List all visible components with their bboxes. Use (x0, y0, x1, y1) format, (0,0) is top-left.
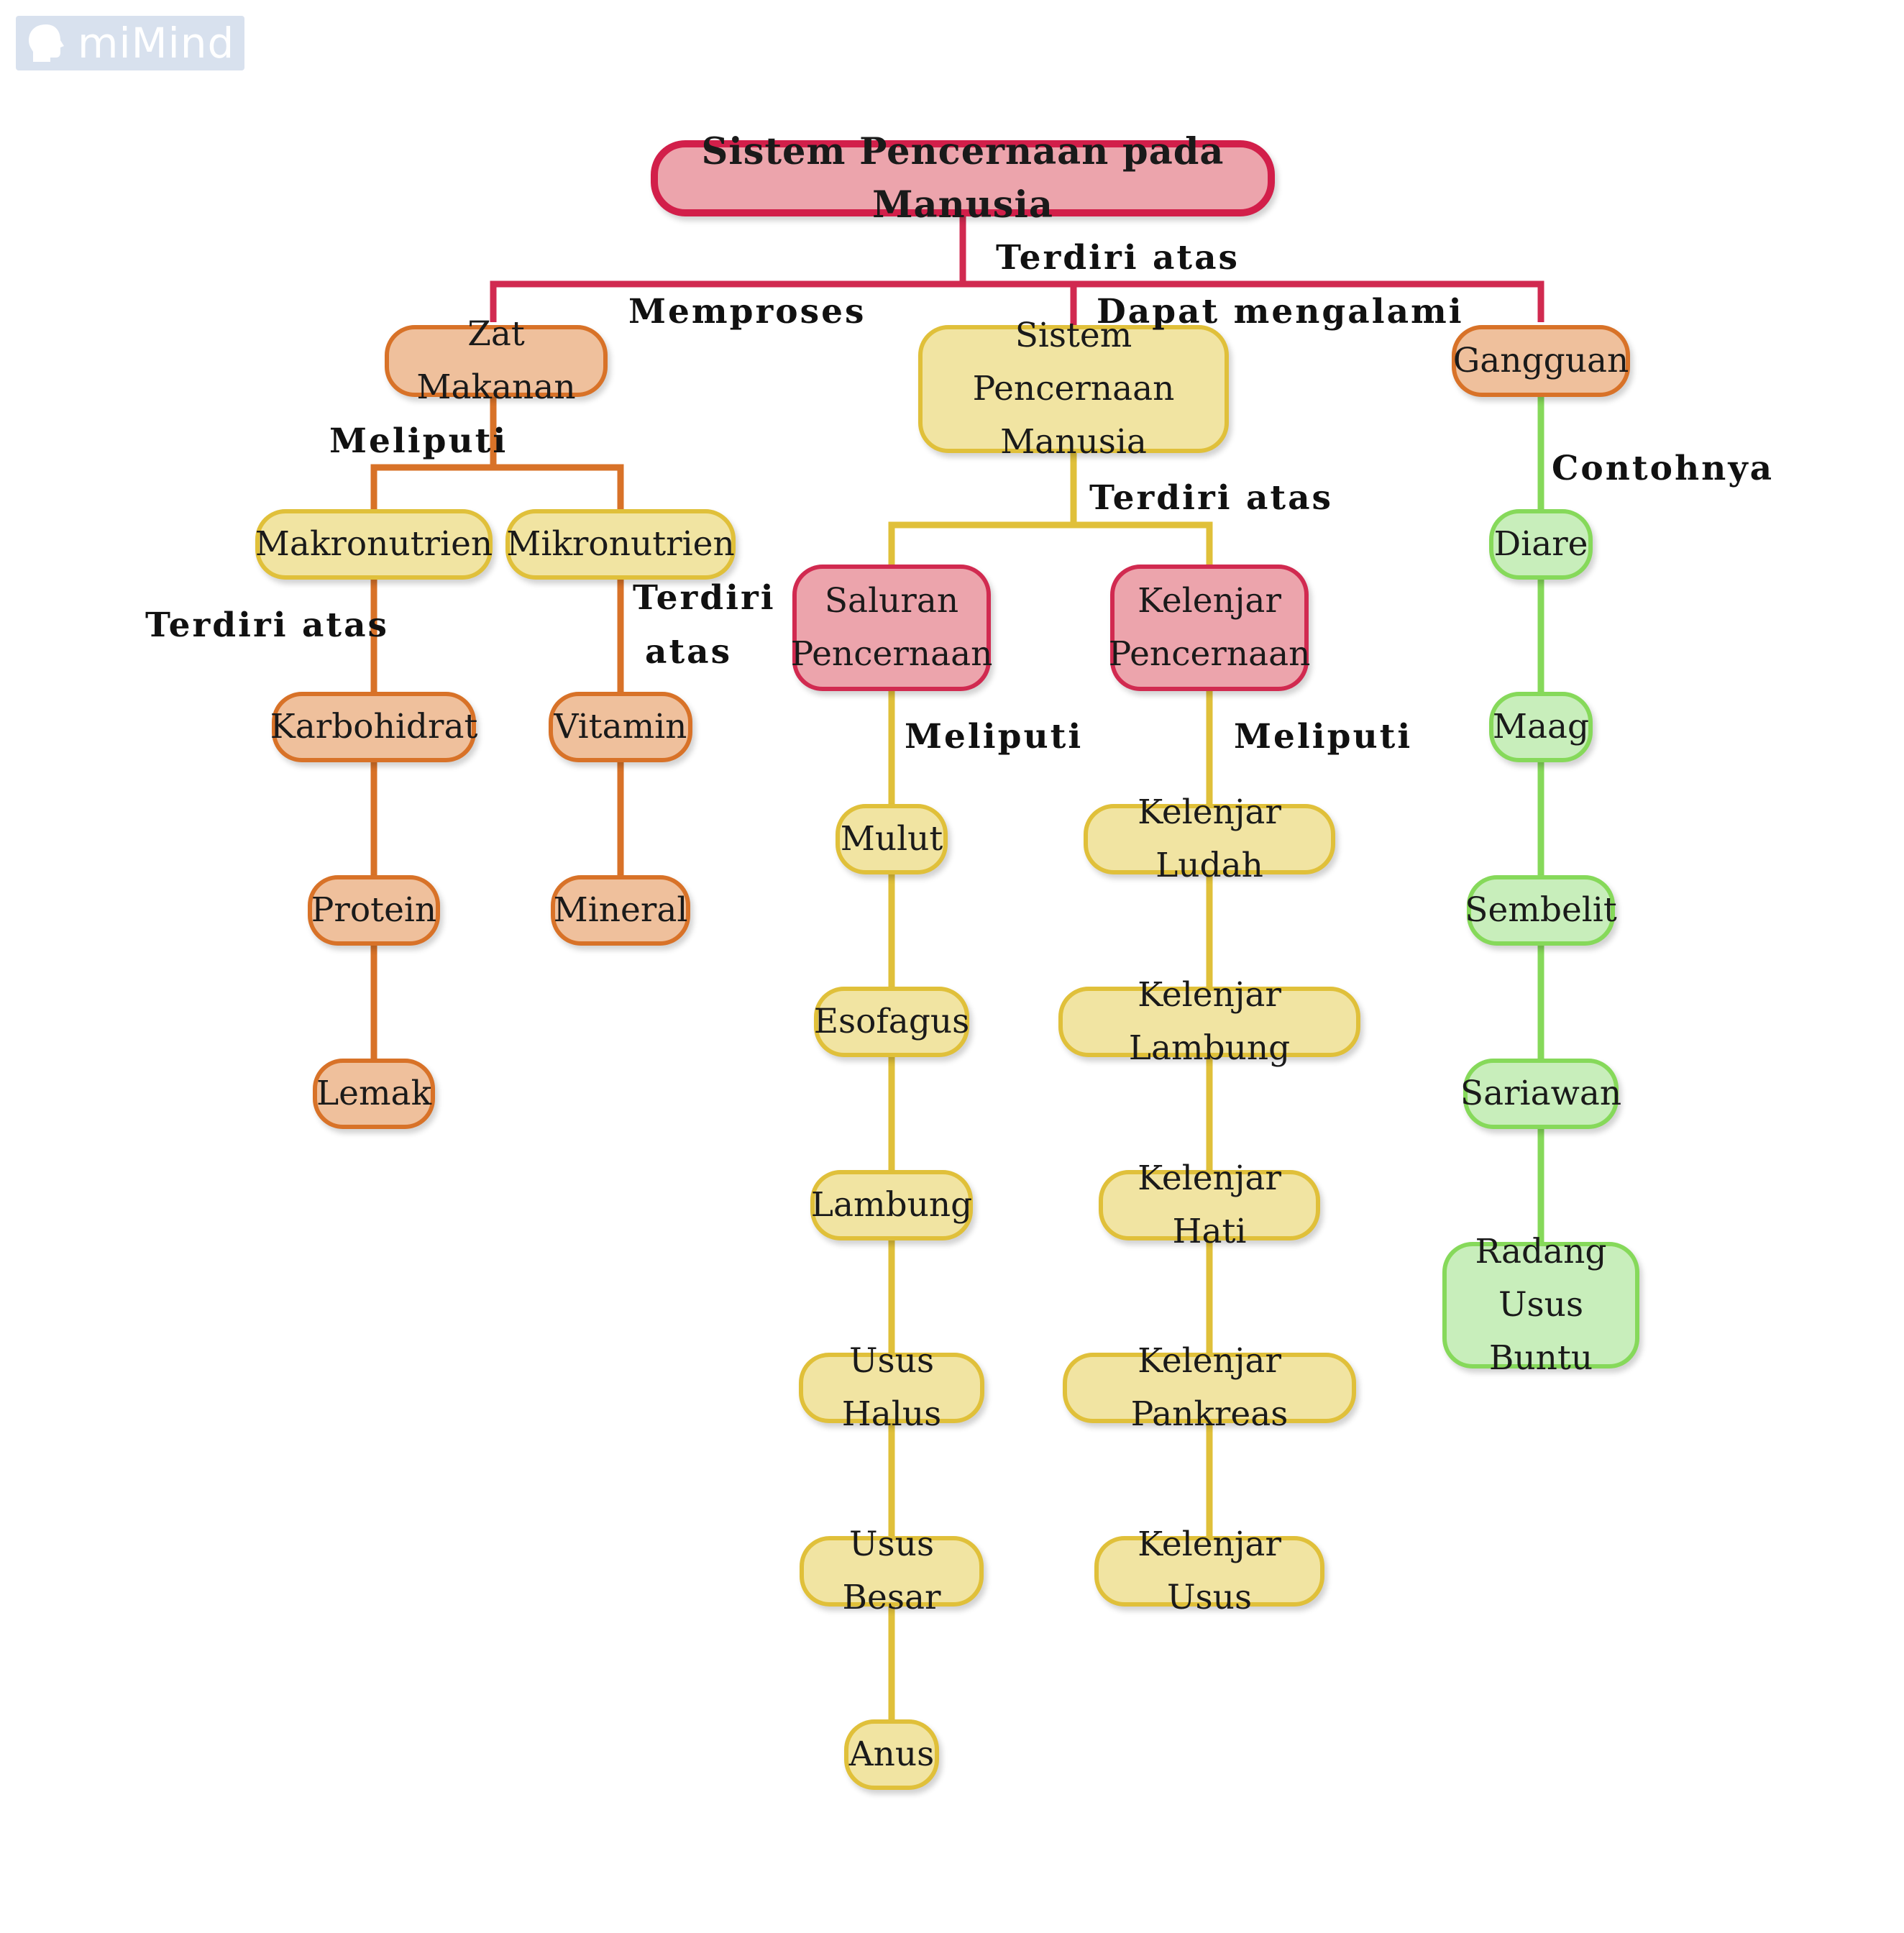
label-dapat-mengalami: Dapat mengalami (1097, 292, 1464, 332)
label-memproses: Memproses (628, 292, 866, 332)
node-anus[interactable]: Anus (844, 1719, 939, 1790)
label-terdiri-mikro-2: atas (645, 632, 733, 672)
node-mulut[interactable]: Mulut (836, 804, 948, 874)
node-sembelit[interactable]: Sembelit (1465, 875, 1617, 946)
label-meliputi-saluran: Meliputi (905, 717, 1084, 757)
node-mineral[interactable]: Mineral (551, 875, 690, 946)
node-maag[interactable]: Maag (1489, 692, 1593, 762)
node-karbohidrat[interactable]: Karbohidrat (270, 692, 477, 762)
node-vitamin[interactable]: Vitamin (549, 692, 692, 762)
node-kelenjar-hati[interactable]: Kelenjar Hati (1099, 1159, 1320, 1251)
node-kelenjar-ludah[interactable]: Kelenjar Ludah (1084, 792, 1335, 885)
connector-zat-bar (370, 464, 624, 509)
label-meliputi-kelenjar: Meliputi (1234, 717, 1413, 757)
node-radang-usus-buntu[interactable]: Radang Usus Buntu (1442, 1232, 1639, 1378)
root-node[interactable]: Sistem Pencernaan pada Manusia (651, 130, 1275, 227)
connector-sistem-bar (888, 521, 1213, 567)
node-saluran-pencernaan[interactable]: Saluran Pencernaan (791, 565, 992, 691)
node-mikronutrien[interactable]: Mikronutrien (505, 509, 736, 580)
node-usus-besar[interactable]: Usus Besar (800, 1525, 984, 1617)
head-icon (29, 24, 64, 62)
label-terdiri-atas-makro: Terdiri atas (145, 606, 390, 645)
node-makronutrien[interactable]: Makronutrien (255, 509, 493, 580)
node-sistem-pencernaan[interactable]: Sistem Pencernaan Manusia (918, 316, 1229, 462)
node-kelenjar-lambung[interactable]: Kelenjar Lambung (1058, 975, 1360, 1068)
node-gangguan[interactable]: Gangguan (1452, 325, 1630, 397)
node-lemak[interactable]: Lemak (313, 1059, 435, 1129)
connector-root-bar (490, 280, 1544, 322)
node-kelenjar-pankreas[interactable]: Kelenjar Pankreas (1063, 1341, 1356, 1434)
node-sariawan[interactable]: Sariawan (1460, 1059, 1621, 1129)
label-contohnya: Contohnya (1552, 449, 1775, 488)
label-meliputi-zat: Meliputi (329, 421, 508, 461)
label-terdiri-atas-sistem: Terdiri atas (1089, 478, 1334, 518)
logo-text: miMind (78, 19, 235, 68)
node-protein[interactable]: Protein (308, 875, 440, 946)
label-terdiri-atas-root: Terdiri atas (996, 238, 1240, 278)
node-zat-makanan[interactable]: Zat Makanan (385, 314, 608, 407)
node-esofagus[interactable]: Esofagus (814, 987, 969, 1057)
node-lambung[interactable]: Lambung (810, 1170, 973, 1240)
node-kelenjar-usus[interactable]: Kelenjar Usus (1094, 1525, 1324, 1617)
node-usus-halus[interactable]: Usus Halus (799, 1341, 984, 1434)
node-kelenjar-pencernaan[interactable]: Kelenjar Pencernaan (1109, 565, 1310, 691)
mimind-logo: miMind (16, 16, 244, 70)
node-diare[interactable]: Diare (1489, 509, 1593, 580)
label-terdiri-mikro-1: Terdiri (633, 578, 776, 618)
